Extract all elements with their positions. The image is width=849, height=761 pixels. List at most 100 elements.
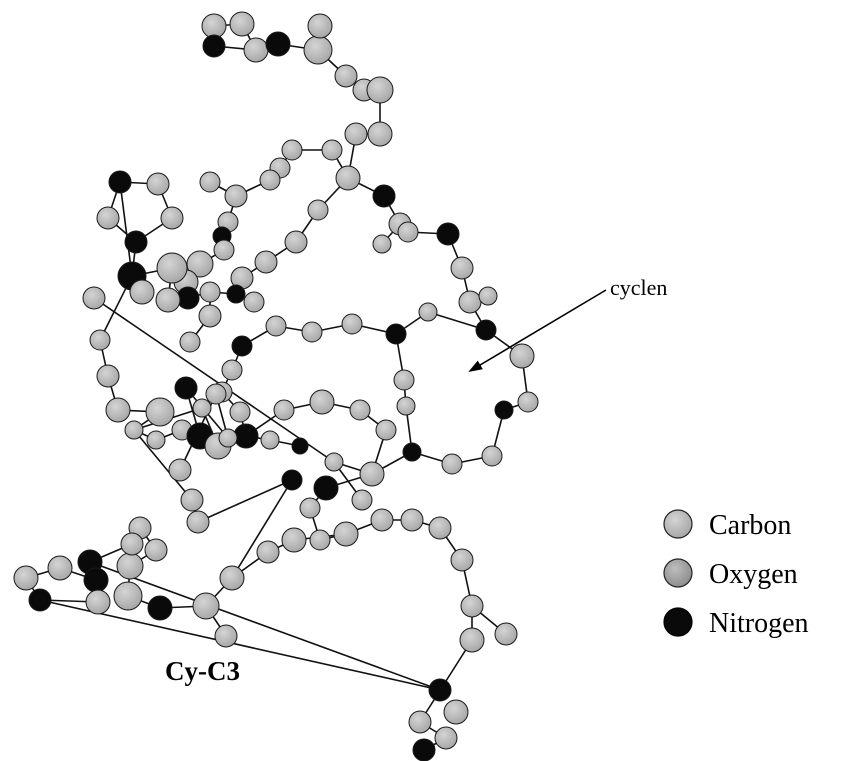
bond: [93, 297, 335, 463]
carbon-atom: [198, 304, 222, 328]
carbon-atom: [156, 252, 188, 284]
carbon-atom: [192, 592, 220, 620]
legend-item-carbon: Carbon: [663, 509, 791, 541]
carbon-atom: [85, 589, 111, 615]
carbon-atom: [393, 369, 415, 391]
carbon-atom: [229, 401, 251, 423]
carbon-atom: [351, 489, 373, 511]
atom-layer: [13, 11, 539, 761]
carbon-atom: [229, 11, 255, 37]
bond-layer: [25, 23, 529, 751]
legend: Carbon Oxygen Nitrogen: [663, 509, 809, 639]
carbon-atom: [396, 396, 416, 416]
carbon-atom: [124, 420, 144, 440]
carbon-atom: [478, 286, 498, 306]
nitrogen-atom: [124, 230, 148, 254]
bond: [89, 561, 441, 691]
legend-swatch-nitrogen: [663, 607, 693, 637]
carbon-atom: [146, 430, 166, 450]
carbon-atom: [273, 399, 295, 421]
carbon-atom: [168, 458, 192, 482]
carbon-atom: [218, 428, 238, 448]
carbon-atom: [443, 699, 469, 725]
carbon-atom: [89, 329, 111, 351]
carbon-atom: [303, 35, 333, 65]
bond: [133, 429, 193, 501]
carbon-atom: [408, 710, 432, 734]
carbon-atom: [494, 622, 518, 646]
nitrogen-atom: [281, 469, 303, 491]
carbon-atom: [221, 359, 243, 381]
nitrogen-atom: [83, 567, 109, 593]
carbon-atom: [460, 594, 484, 618]
carbon-atom: [214, 624, 238, 648]
carbon-atom: [179, 331, 201, 353]
nitrogen-atom: [174, 376, 198, 400]
nitrogen-atom: [313, 475, 339, 501]
carbon-atom: [13, 565, 39, 591]
legend-label-nitrogen: Nitrogen: [709, 608, 809, 639]
carbon-atom: [307, 13, 333, 39]
cyclen-annotation: cyclen: [468, 275, 667, 373]
carbon-atom: [120, 532, 144, 556]
carbon-atom: [243, 291, 265, 313]
legend-item-nitrogen: Nitrogen: [663, 607, 809, 639]
carbon-atom: [458, 290, 482, 314]
carbon-atom: [397, 221, 419, 243]
carbon-atom: [459, 627, 485, 653]
carbon-atom: [129, 279, 155, 305]
bond: [231, 479, 293, 579]
carbon-atom: [96, 206, 120, 230]
carbon-atom: [434, 726, 458, 750]
carbon-atom: [199, 171, 221, 193]
bond: [39, 599, 441, 691]
carbon-atom: [47, 555, 73, 581]
carbon-atom: [441, 453, 463, 475]
carbon-atom: [309, 529, 331, 551]
carbon-atom: [349, 399, 371, 421]
carbon-atom: [333, 521, 359, 547]
carbon-atom: [517, 391, 539, 413]
legend-swatch-oxygen: [663, 558, 693, 588]
carbon-atom: [254, 250, 278, 274]
carbon-atom: [450, 548, 474, 572]
bond: [197, 479, 293, 523]
molecule-label: Cy-C3: [165, 656, 240, 686]
carbon-atom: [375, 419, 397, 441]
carbon-atom: [344, 122, 368, 146]
carbon-atom: [201, 13, 227, 39]
carbon-atom: [284, 230, 308, 254]
carbon-atom: [186, 510, 210, 534]
carbon-atom: [180, 488, 204, 512]
carbon-atom: [113, 581, 143, 611]
carbon-atom: [265, 315, 287, 337]
carbon-atom: [160, 206, 184, 230]
carbon-atom: [400, 508, 424, 532]
carbon-atom: [259, 169, 281, 191]
carbon-atom: [146, 172, 170, 196]
bond: [119, 181, 133, 277]
carbon-atom: [105, 397, 131, 423]
carbon-atom: [192, 398, 212, 418]
nitrogen-atom: [265, 31, 291, 57]
annotation-arrow: [468, 289, 607, 373]
carbon-atom: [324, 452, 344, 472]
nitrogen-atom: [428, 678, 452, 702]
carbon-atom: [428, 516, 452, 540]
carbon-atom: [481, 445, 503, 467]
carbon-atom: [367, 121, 393, 147]
carbon-atom: [301, 321, 323, 343]
nitrogen-atom: [436, 222, 460, 246]
carbon-atom: [96, 364, 120, 388]
carbon-atom: [335, 165, 361, 191]
carbon-atom: [418, 302, 438, 322]
nitrogen-atom: [385, 323, 407, 345]
carbon-atom: [199, 281, 221, 303]
carbon-atom: [205, 383, 227, 405]
nitrogen-atom: [108, 170, 132, 194]
carbon-atom: [309, 389, 335, 415]
carbon-atom: [82, 286, 106, 310]
nitrogen-atom: [202, 34, 226, 58]
legend-item-oxygen: Oxygen: [663, 558, 798, 590]
carbon-atom: [359, 461, 385, 487]
